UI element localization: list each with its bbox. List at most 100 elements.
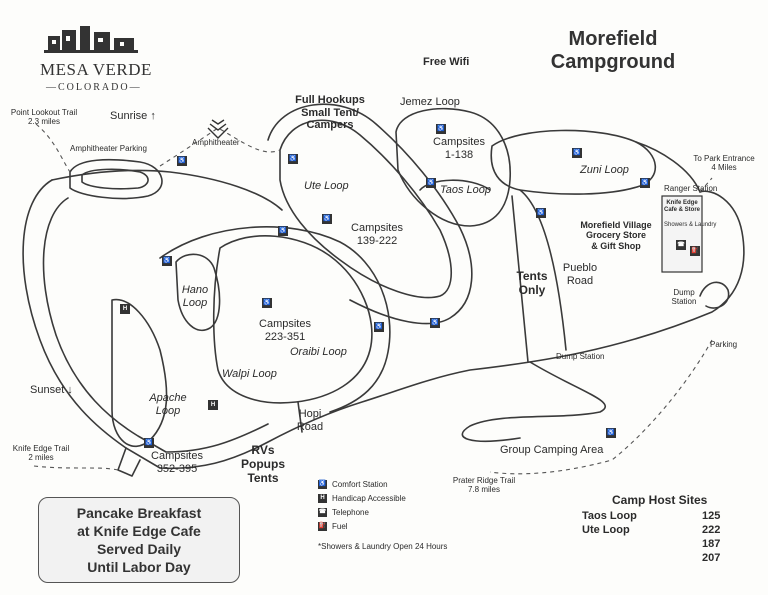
knife-edge-trail [33,465,119,471]
comfort-station-icon: ♿ [144,438,154,448]
comfort-station-icon: ♿ [430,318,440,328]
parking-label: Parking [710,340,738,349]
comfort-station-icon: ♿ [572,148,582,158]
amphitheater-label: Amphitheater [192,138,240,147]
comfort-station-icon: ♿ [322,214,332,224]
comfort-station-icon: ♿ [162,256,172,266]
group-camping-road [461,361,607,443]
pueblo-road-2 [519,189,567,351]
hopi-road [297,401,303,433]
comfort-station-icon: ♿ [536,208,546,218]
legend-note: *Showers & Laundry Open 24 Hours [318,542,448,551]
logo-glyph [44,26,138,53]
logo-title: MESA VERDE [40,60,152,79]
logo-subtitle: —COLORADO— [46,82,142,93]
comfort-station-icon: ♿ [288,154,298,164]
comfort-station-icon: ♿ [262,298,272,308]
camp-host-title: Camp Host Sites [612,493,708,507]
camp-host-site: 125 [702,510,721,522]
comfort-station-icon: ♿ [426,178,436,188]
handicap-accessible-icon: H [120,304,130,314]
fuel-icon: ⛽ [318,522,327,531]
dump-station-label: Dump Station [556,352,605,361]
sunrise-label: Sunrise ↑ [110,110,156,122]
ute-loop-label: Ute Loop [304,180,349,192]
prater-ridge-trail [489,339,713,475]
main-road [22,179,745,470]
apache-loop [111,298,168,447]
legend-handicap-accessible: Handicap Accessible [332,494,406,503]
comfort-station-icon: ♿ [606,428,616,438]
wifi-label: Free Wifi [423,56,470,68]
hano-loop [175,253,221,331]
comfort-station-icon: ♿ [374,322,384,332]
camp-host-site: 222 [702,524,721,536]
amph-parking-loop [69,158,163,200]
taos-loop-label: Taos Loop [440,184,491,196]
comfort-station-icon: ♿ [640,178,650,188]
park-entrance-trail [699,177,713,193]
ute-loop [279,119,452,299]
pueblo-road [511,195,529,363]
zuni-loop-label: Zuni Loop [580,164,629,176]
legend-comfort-station: Comfort Station [332,480,388,489]
amph-parking-inner [81,168,149,190]
taos-inner [419,179,491,191]
camp-host-loop: Taos Loop [582,510,637,522]
telephone-icon: ☎ [318,508,327,517]
legend-fuel: Fuel [332,522,348,531]
telephone-icon: ☎ [676,240,686,250]
sunset-label: Sunset ↓ [30,384,73,396]
camp-host-site: 207 [702,552,721,564]
comfort-station-icon: ♿ [177,156,187,166]
legend-telephone: Telephone [332,508,369,517]
fuel-icon: ⛽ [690,246,700,256]
handicap-accessible-icon: H [318,494,327,503]
amphitheater-icon [207,119,229,139]
group-camping-label: Group Camping Area [500,444,604,456]
village-building [661,195,703,273]
main-road-inner [42,197,269,453]
dump-station-loop [699,281,730,309]
handicap-accessible-icon: H [208,400,218,410]
walpi-loop [212,235,373,404]
comfort-station-icon: ♿ [318,480,327,489]
upper-road [51,169,283,211]
comfort-station-icon: ♿ [278,226,288,236]
page-title: Morefield Campground [550,28,676,73]
walpi-loop-label: Walpi Loop [222,368,277,380]
jemez-loop [395,107,511,227]
point-lookout-trail [35,123,71,173]
oraibi-loop-label: Oraibi Loop [290,346,347,358]
knife-edge-end [117,447,141,477]
camp-host-loop: Ute Loop [582,524,630,536]
camp-host-site: 187 [702,538,721,550]
showers-laundry-label: Showers & Laundry [664,222,717,228]
walpi-outer [159,226,391,413]
jemez-loop-label: Jemez Loop [400,96,460,108]
zuni-loop [490,129,657,195]
ranger-station-label: Ranger Station [664,184,718,193]
amph-parking-label: Amphitheater Parking [70,144,147,153]
breakfast-notice: Pancake Breakfast at Knife Edge Cafe Ser… [38,497,240,583]
comfort-station-icon: ♿ [436,124,446,134]
